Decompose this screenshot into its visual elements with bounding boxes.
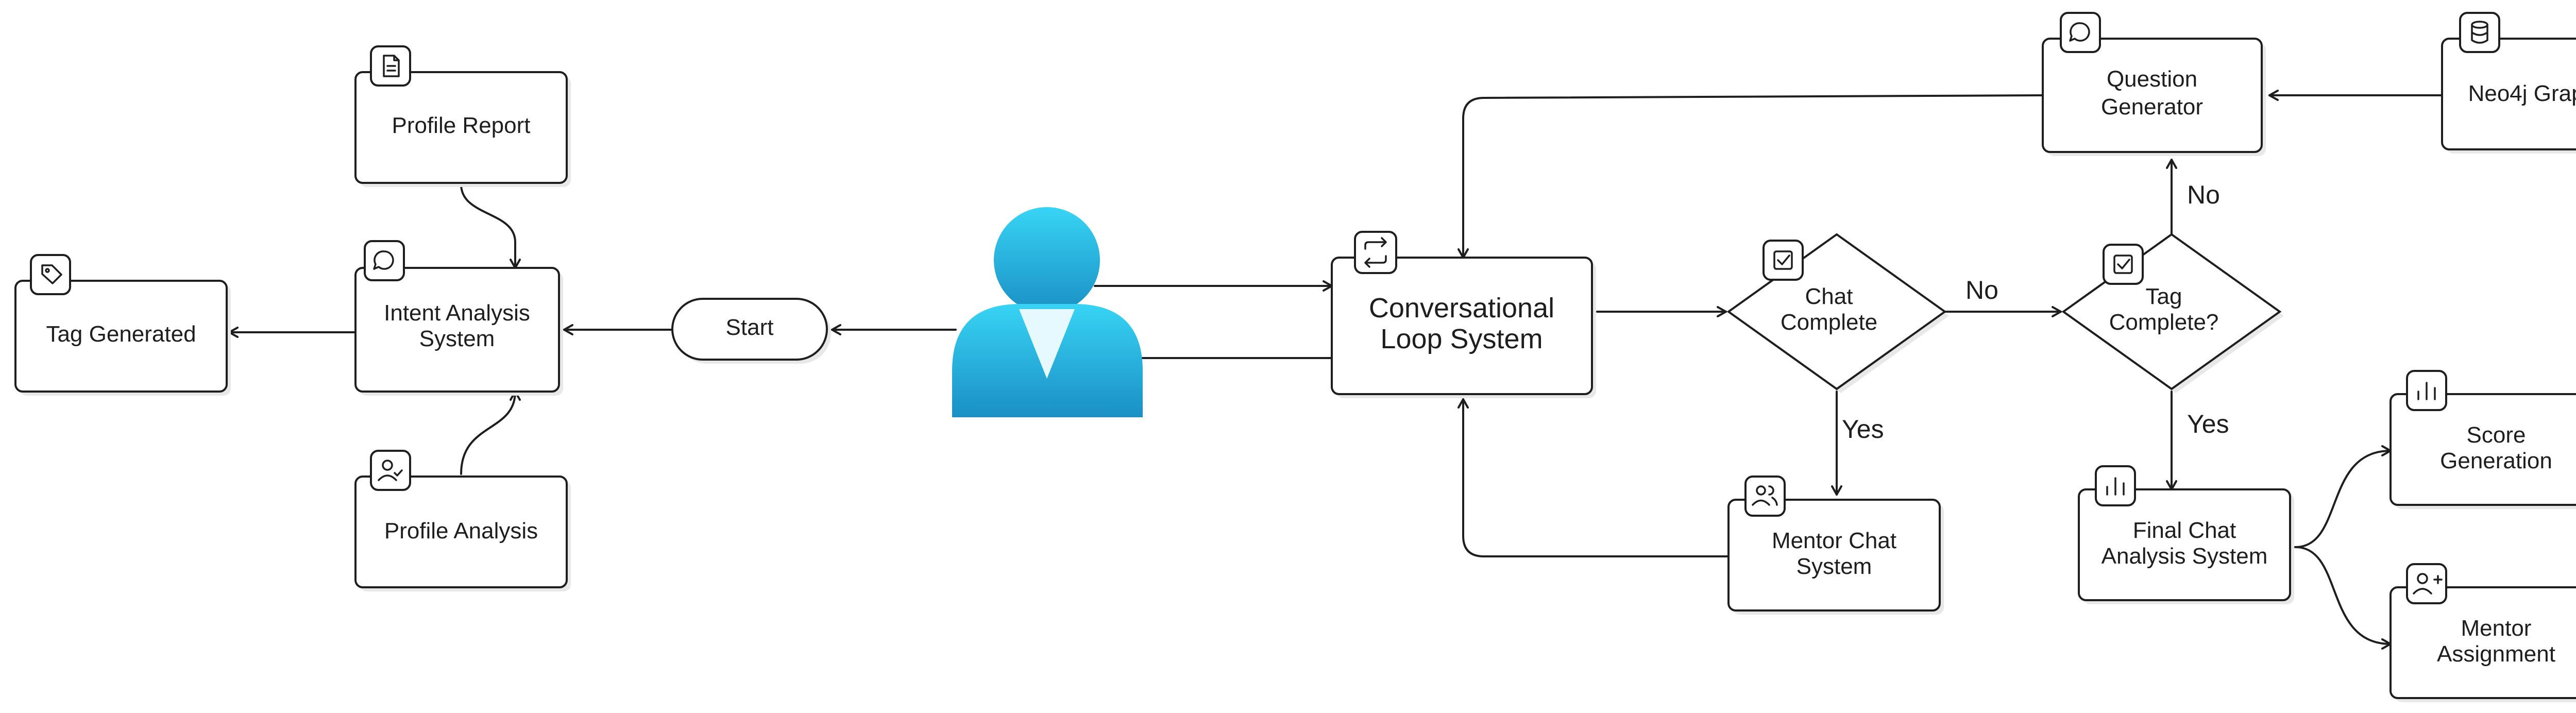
node-profile-report[interactable]: Profile Report [354, 45, 571, 187]
node-label-line-1: Score [2467, 422, 2526, 448]
node-label-line-2: Loop System [1380, 324, 1543, 354]
edge-mentor-chat-to-loop [1458, 398, 1730, 557]
checkbox-icon [1762, 240, 1804, 281]
node-label-line-1: Tag [2146, 284, 2182, 309]
node-score-generation[interactable]: Score Generation [2389, 370, 2576, 509]
node-question-generator[interactable]: Question Generator [2042, 12, 2266, 156]
database-icon [2459, 12, 2500, 53]
edge-final-to-score [2294, 445, 2392, 548]
user-check-icon [370, 450, 411, 491]
edge-label-tag-no: No [2187, 180, 2220, 209]
document-icon [370, 45, 411, 87]
node-label-line-1: Question [2107, 66, 2197, 92]
node-final-chat-analysis-system[interactable]: Final Chat Analysis System [2078, 465, 2294, 604]
node-label-line-2: Analysis System [2102, 544, 2268, 569]
node-label-line-1: Chat [1805, 284, 1853, 309]
edges [228, 90, 2443, 650]
node-label-line-2: Generator [2101, 94, 2203, 120]
node-label-line-2: Complete? [2109, 310, 2219, 335]
node-label-line-2: System [419, 326, 495, 351]
edge-label-tag-yes: Yes [2187, 410, 2229, 438]
bar-chart-icon [2406, 370, 2447, 411]
node-label: Tag Generated [46, 321, 196, 347]
node-label: Profile Report [392, 113, 530, 138]
node-tag-generated[interactable]: Tag Generated [14, 254, 231, 396]
edge-label-chat-no: No [1965, 276, 1998, 304]
repeat-icon [1354, 231, 1397, 274]
node-start[interactable]: Start [671, 298, 831, 364]
checkbox-icon [2103, 244, 2144, 285]
node-label-line-2: System [1797, 554, 1872, 579]
node-label-line-1: Conversational [1369, 293, 1554, 324]
edge-question-to-loop [1458, 94, 2044, 259]
chat-bubble-icon [364, 240, 405, 281]
chat-bubble-icon [2060, 12, 2101, 53]
users-icon [1744, 476, 1786, 517]
node-label: Profile Analysis [384, 518, 538, 544]
node-label: Neo4j Graph DB [2468, 81, 2576, 106]
edge-profile-analysis-to-intent [460, 391, 521, 475]
edge-profile-report-to-intent [460, 183, 521, 269]
node-profile-analysis[interactable]: Profile Analysis [354, 450, 571, 591]
node-label-line-1: Final Chat [2133, 518, 2236, 543]
user-avatar-icon [952, 207, 1143, 417]
tag-icon [30, 254, 71, 295]
node-label-line-2: Assignment [2437, 641, 2555, 667]
edge-final-to-mentor-assignment [2294, 546, 2392, 650]
node-chat-complete-decision[interactable]: Chat Complete [1726, 233, 1949, 393]
node-label-line-1: Intent Analysis [384, 300, 530, 326]
node-label-line-2: Complete [1781, 310, 1877, 335]
node-neo4j-graph-db[interactable]: Neo4j Graph DB [2441, 12, 2576, 154]
node-label-line-2: Generation [2440, 448, 2552, 473]
bar-chart-icon [2095, 465, 2136, 506]
user-plus-icon [2406, 563, 2447, 604]
node-label-line-1: Mentor Chat [1772, 528, 1896, 553]
node-label-line-1: Mentor [2461, 616, 2532, 641]
edge-label-chat-yes: Yes [1842, 415, 1884, 444]
node-intent-analysis-system[interactable]: Intent Analysis System [354, 240, 563, 396]
node-conversational-loop-system[interactable]: Conversational Loop System [1331, 231, 1596, 398]
node-label: Start [726, 315, 774, 340]
node-mentor-chat-system[interactable]: Mentor Chat System [1727, 476, 1944, 615]
node-tag-complete-decision[interactable]: Tag Complete? [2061, 233, 2284, 393]
node-mentor-assignment[interactable]: Mentor Assignment [2389, 563, 2576, 702]
